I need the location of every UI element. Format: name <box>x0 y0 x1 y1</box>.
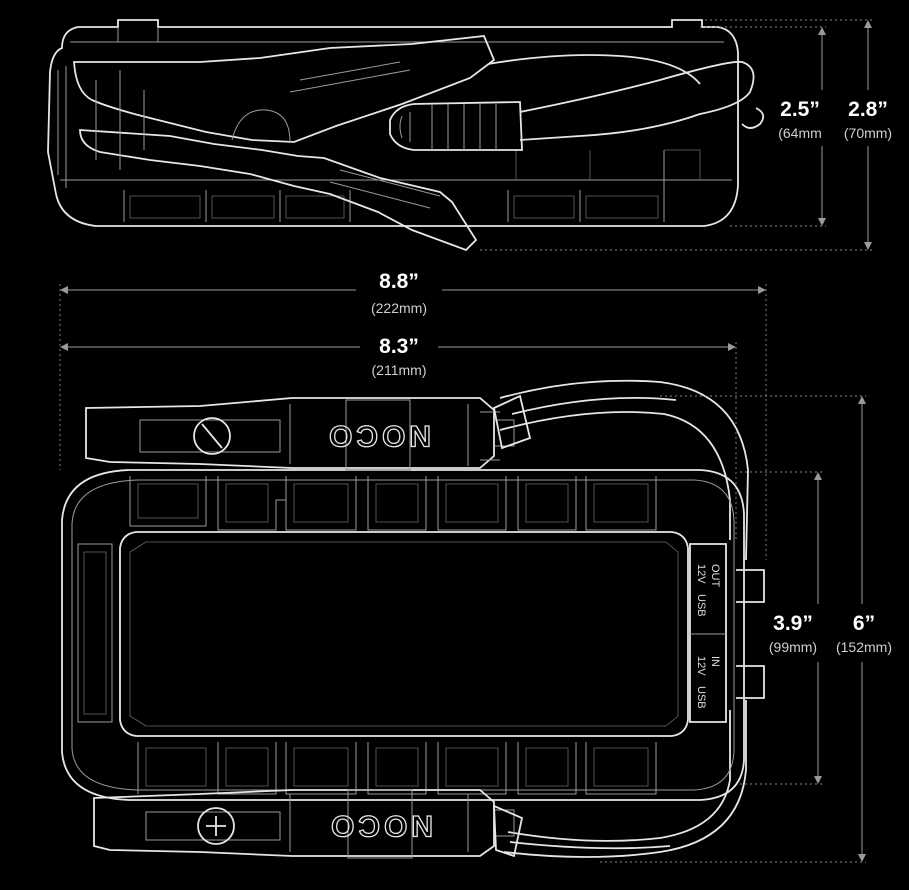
dimension-value: 8.8” <box>379 270 419 293</box>
bottom-ribs <box>137 742 657 795</box>
dimension-value: 6” <box>853 612 875 635</box>
dimension-label-side-height-outer: 2.8” (70mm) <box>844 98 892 141</box>
port-label-out: OUT <box>709 564 721 588</box>
dimension-value: 2.8” <box>848 98 888 121</box>
dimension-value: 8.3” <box>379 335 419 358</box>
top-clamp-negative: NOCO <box>85 394 532 471</box>
dimension-label-overall-height: 6” (152mm) <box>836 612 892 655</box>
width-dimension-lines <box>59 284 767 560</box>
height-dimension-lines <box>600 395 866 863</box>
side-dimension-lines <box>480 19 872 251</box>
brand-logo-bottom: NOCO <box>327 809 433 842</box>
side-ribs <box>123 149 701 222</box>
plus-terminal-icon <box>197 807 235 845</box>
dimension-value: 3.9” <box>773 612 813 635</box>
top-clamp-positive: NOCO <box>93 789 524 859</box>
dimension-metric: (64mm <box>778 125 822 141</box>
dimension-metric: (152mm) <box>836 639 892 655</box>
dimension-metric: (99mm) <box>769 639 817 655</box>
side-view-drawing <box>47 19 765 252</box>
port-label-in-usb: USB <box>695 686 707 709</box>
top-ribs <box>129 476 657 531</box>
port-panel: OUT 12V USB IN 12V USB <box>689 543 727 723</box>
dimension-label-overall-width: 8.8” (222mm) <box>371 270 427 316</box>
top-view-drawing: OUT 12V USB IN 12V USB NOCO <box>61 379 765 859</box>
dimension-value: 2.5” <box>780 98 820 121</box>
port-label-out-12v: 12V <box>695 564 707 584</box>
dimension-label-side-height-inner: 2.5” (64mm <box>778 98 822 141</box>
brand-logo-top: NOCO <box>325 419 431 452</box>
dimension-metric: (222mm) <box>371 300 427 316</box>
port-label-in: IN <box>709 656 721 667</box>
dimension-label-body-width: 8.3” (211mm) <box>372 335 427 378</box>
minus-terminal-icon <box>193 417 231 455</box>
side-cable <box>389 54 765 151</box>
port-label-in-12v: 12V <box>695 656 707 676</box>
top-cables <box>499 379 765 858</box>
dimension-label-body-height: 3.9” (99mm) <box>769 612 817 655</box>
dimension-metric: (211mm) <box>372 362 427 378</box>
dimension-metric: (70mm) <box>844 125 892 141</box>
port-label-out-usb: USB <box>695 594 707 617</box>
side-clamp <box>73 35 496 252</box>
